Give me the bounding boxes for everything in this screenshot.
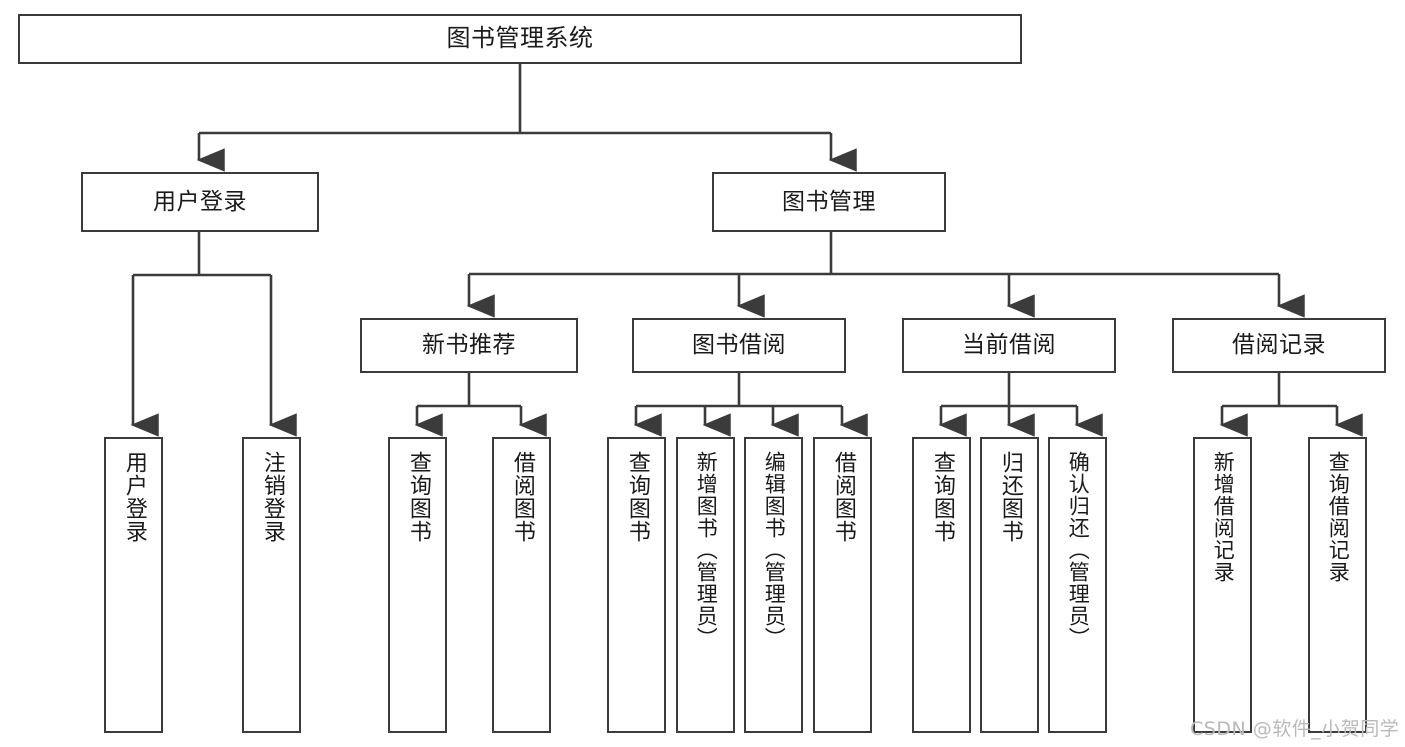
leaf-query-borrow-record[interactable]: 查询借阅记录 — [1308, 437, 1367, 733]
leaf-edit-book-admin[interactable]: 编辑图书（管理员） — [744, 437, 803, 733]
leaf-confirm-return-admin-label: 确认归还（管理员） — [1066, 451, 1091, 649]
leaf-add-borrow-record[interactable]: 新增借阅记录 — [1193, 437, 1252, 733]
node-book-borrow-label: 图书借阅 — [692, 332, 786, 359]
leaf-confirm-return-admin[interactable]: 确认归还（管理员） — [1048, 437, 1107, 733]
watermark-text: CSDN @软件_小贺同学 — [1190, 718, 1400, 740]
node-book-borrow[interactable]: 图书借阅 — [632, 318, 846, 373]
node-book-manage-label: 图书管理 — [782, 188, 876, 215]
node-new-book-recommend-label: 新书推荐 — [422, 332, 516, 359]
node-borrow-record-label: 借阅记录 — [1232, 332, 1326, 359]
node-book-manage[interactable]: 图书管理 — [712, 172, 946, 232]
node-current-borrow[interactable]: 当前借阅 — [902, 318, 1116, 373]
leaf-query-book-borrow-label: 查询图书 — [624, 451, 650, 543]
leaf-logout[interactable]: 注销登录 — [242, 437, 301, 733]
leaf-add-book-admin-label: 新增图书（管理员） — [694, 451, 719, 649]
leaf-return-book-label: 归还图书 — [997, 451, 1023, 543]
leaf-query-book-borrow[interactable]: 查询图书 — [607, 437, 666, 733]
node-root-system-label: 图书管理系统 — [446, 24, 594, 53]
node-borrow-record[interactable]: 借阅记录 — [1172, 318, 1386, 373]
leaf-query-book-recommend-label: 查询图书 — [405, 451, 431, 543]
leaf-borrow-book-label: 借阅图书 — [830, 451, 856, 543]
node-user-login-label: 用户登录 — [153, 188, 247, 215]
leaf-query-book-current[interactable]: 查询图书 — [912, 437, 971, 733]
leaf-add-borrow-record-label: 新增借阅记录 — [1211, 451, 1236, 583]
node-current-borrow-label: 当前借阅 — [962, 332, 1056, 359]
leaf-query-book-recommend[interactable]: 查询图书 — [388, 437, 447, 733]
leaf-query-borrow-record-label: 查询借阅记录 — [1326, 451, 1351, 583]
leaf-user-login[interactable]: 用户登录 — [104, 437, 163, 733]
leaf-borrow-book[interactable]: 借阅图书 — [813, 437, 872, 733]
leaf-borrow-book-recommend-label: 借阅图书 — [509, 451, 535, 543]
leaf-borrow-book-recommend[interactable]: 借阅图书 — [492, 437, 551, 733]
node-user-login[interactable]: 用户登录 — [81, 172, 319, 232]
leaf-add-book-admin[interactable]: 新增图书（管理员） — [676, 437, 735, 733]
leaf-return-book[interactable]: 归还图书 — [980, 437, 1039, 733]
leaf-logout-label: 注销登录 — [259, 451, 285, 543]
node-root-system[interactable]: 图书管理系统 — [18, 14, 1022, 64]
leaf-query-book-current-label: 查询图书 — [929, 451, 955, 543]
leaf-edit-book-admin-label: 编辑图书（管理员） — [762, 451, 787, 649]
node-new-book-recommend[interactable]: 新书推荐 — [360, 318, 578, 373]
leaf-user-login-label: 用户登录 — [121, 451, 147, 543]
